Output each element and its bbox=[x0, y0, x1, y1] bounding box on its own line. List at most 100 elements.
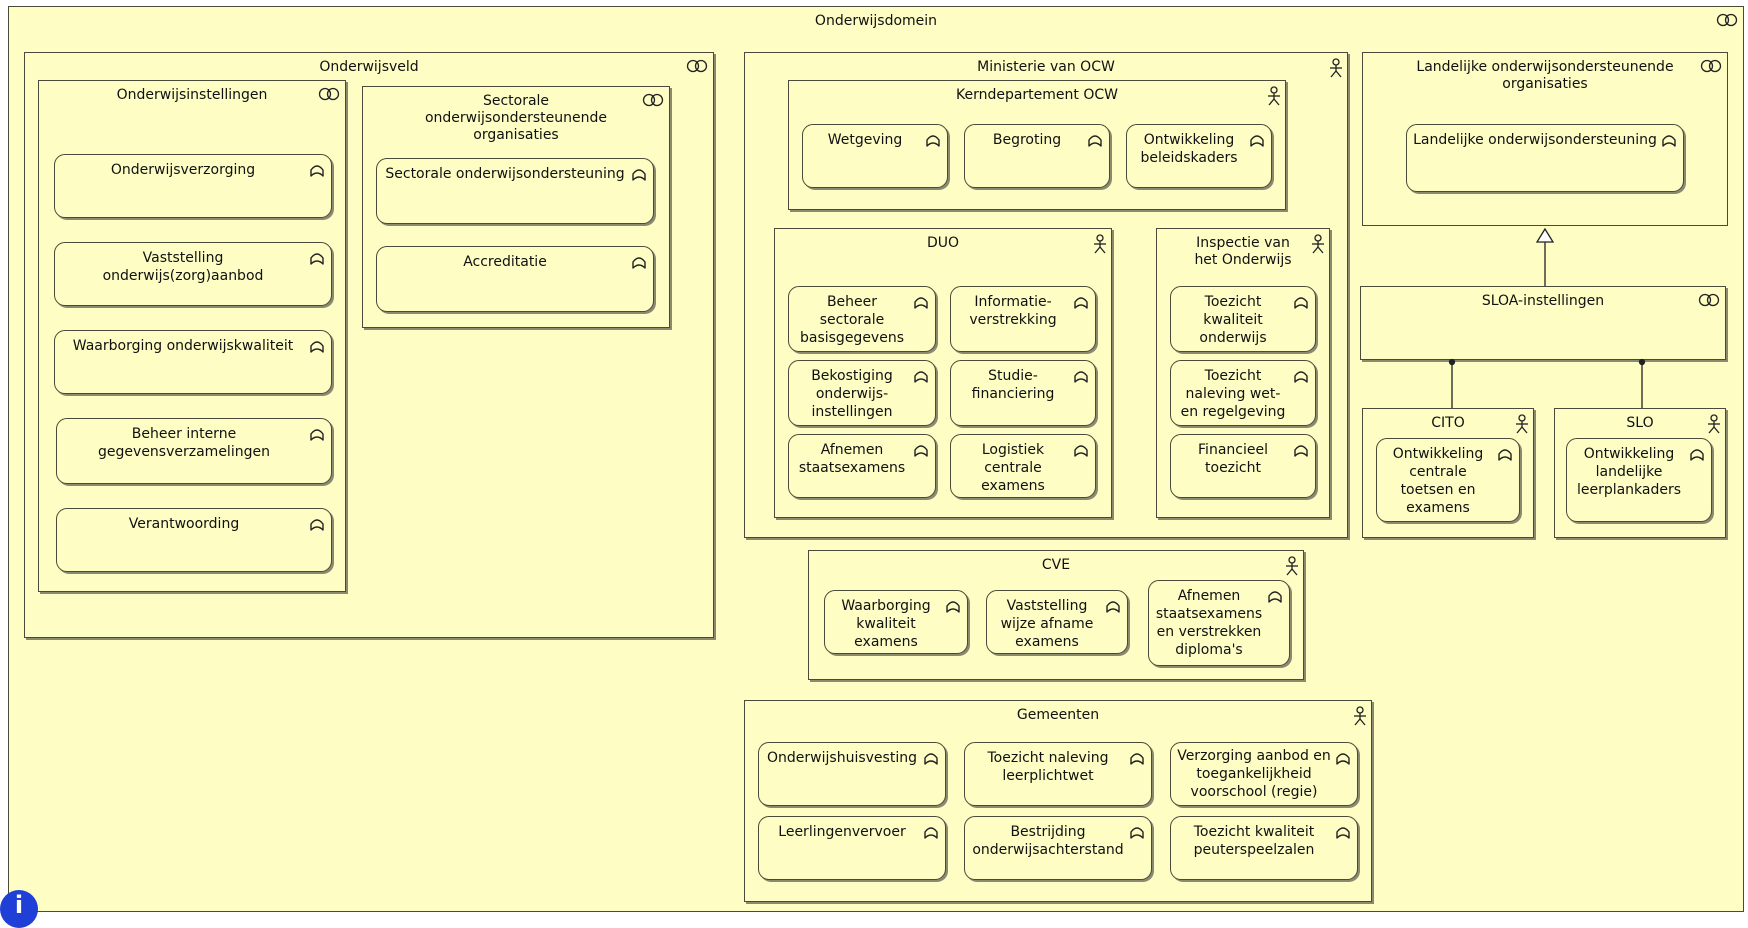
service-icon bbox=[1292, 367, 1310, 385]
cve-title: CVE bbox=[1041, 557, 1071, 573]
actor-icon bbox=[1311, 234, 1325, 254]
service-icon bbox=[308, 249, 326, 267]
service-label: Toezicht kwaliteit peuterspeelzalen bbox=[1193, 824, 1315, 858]
service-onderwijshuisvesting[interactable]: Onderwijshuisvesting bbox=[758, 742, 946, 806]
service-begroting[interactable]: Begroting bbox=[964, 124, 1110, 188]
service-icon bbox=[308, 425, 326, 443]
service-icon bbox=[1128, 749, 1146, 767]
service-sectorale-ondersteuning[interactable]: Sectorale onderwijsondersteuning bbox=[376, 158, 654, 224]
service-icon bbox=[630, 253, 648, 271]
collaboration-icon bbox=[685, 59, 709, 73]
service-leerlingenvervoer[interactable]: Leerlingenvervoer bbox=[758, 816, 946, 880]
service-afnemen-staatsexamens[interactable]: Afnemen staatsexamens bbox=[788, 434, 936, 498]
service-informatieverstrekking[interactable]: Informatie-verstrekking bbox=[950, 286, 1096, 352]
service-label: Verantwoording bbox=[128, 516, 240, 532]
service-label: Vaststelling wijze afname examens bbox=[1000, 598, 1094, 650]
service-onderwijsverzorging[interactable]: Onderwijsverzorging bbox=[54, 154, 332, 218]
aggregation-connector-cito bbox=[1448, 358, 1456, 408]
service-waarborging-kwaliteit[interactable]: Waarborging onderwijskwaliteit bbox=[54, 330, 332, 394]
service-icon bbox=[1292, 441, 1310, 459]
ministerie-title: Ministerie van OCW bbox=[977, 59, 1115, 75]
service-label: Afnemen staatsexamens en verstrekken dip… bbox=[1155, 588, 1263, 658]
service-landelijke-ondersteuning[interactable]: Landelijke onderwijsondersteuning bbox=[1406, 124, 1684, 192]
actor-icon bbox=[1707, 414, 1721, 434]
service-icon bbox=[308, 161, 326, 179]
sloa-title: SLOA-instellingen bbox=[1481, 293, 1605, 309]
service-icon bbox=[1660, 131, 1678, 149]
service-afnemen-diplomas[interactable]: Afnemen staatsexamens en verstrekken dip… bbox=[1148, 580, 1290, 666]
service-vaststelling-afname[interactable]: Vaststelling wijze afname examens bbox=[986, 590, 1128, 654]
service-icon bbox=[1248, 131, 1266, 149]
onderwijsdomein-title: Onderwijsdomein bbox=[814, 13, 938, 29]
service-label: Waarborging onderwijskwaliteit bbox=[72, 338, 294, 354]
service-icon bbox=[1072, 293, 1090, 311]
service-studiefinanciering[interactable]: Studie-financiering bbox=[950, 360, 1096, 426]
landelijke-title: Landelijke onderwijsondersteunende organ… bbox=[1416, 59, 1674, 92]
service-financieel-toezicht[interactable]: Financieel toezicht bbox=[1170, 434, 1316, 498]
service-toezicht-leerplichtwet[interactable]: Toezicht naleving leerplichtwet bbox=[964, 742, 1152, 806]
sectorale-title: Sectorale onderwijsondersteunende organi… bbox=[424, 93, 608, 143]
specialization-connector bbox=[1535, 227, 1555, 286]
service-label: Leerlingenvervoer bbox=[778, 824, 906, 840]
service-label: Bestrijding onderwijsachterstand bbox=[972, 824, 1124, 858]
actor-icon bbox=[1285, 556, 1299, 576]
service-ontwikkeling-leerplankaders[interactable]: Ontwikkeling landelijke leerplankaders bbox=[1566, 438, 1712, 522]
service-icon bbox=[1496, 445, 1514, 463]
service-label: Toezicht kwaliteit onderwijs bbox=[1199, 294, 1267, 346]
service-label: Begroting bbox=[992, 132, 1062, 148]
service-toezicht-kwaliteit[interactable]: Toezicht kwaliteit onderwijs bbox=[1170, 286, 1316, 352]
service-logistiek-examens[interactable]: Logistiek centrale examens bbox=[950, 434, 1096, 498]
service-label: Landelijke onderwijsondersteuning bbox=[1413, 132, 1657, 148]
service-label: Ontwikkeling beleidskaders bbox=[1140, 132, 1238, 166]
service-label: Sectorale onderwijsondersteuning bbox=[385, 166, 625, 182]
service-label: Ontwikkeling landelijke leerplankaders bbox=[1576, 446, 1682, 498]
service-label: Accreditatie bbox=[463, 254, 547, 270]
service-label: Verzorging aanbod en toegankelijkheid vo… bbox=[1177, 748, 1331, 800]
service-label: Afnemen staatsexamens bbox=[798, 442, 906, 476]
service-icon bbox=[308, 337, 326, 355]
info-icon[interactable]: i bbox=[0, 890, 38, 928]
service-label: Vaststelling onderwijs(zorg)aanbod bbox=[102, 250, 264, 284]
service-label: Logistiek centrale examens bbox=[981, 442, 1045, 494]
service-label: Ontwikkeling centrale toetsen en examens bbox=[1392, 446, 1484, 516]
service-icon bbox=[912, 367, 930, 385]
service-verantwoording[interactable]: Verantwoording bbox=[56, 508, 332, 572]
aggregation-connector-slo bbox=[1638, 358, 1646, 408]
service-icon bbox=[912, 293, 930, 311]
actor-icon bbox=[1329, 58, 1343, 78]
service-accreditatie[interactable]: Accreditatie bbox=[376, 246, 654, 312]
duo-title: DUO bbox=[926, 235, 960, 251]
service-label: Toezicht naleving leerplichtwet bbox=[987, 750, 1109, 784]
sloa-container: SLOA-instellingen bbox=[1360, 286, 1726, 360]
service-waarborging-examens[interactable]: Waarborging kwaliteit examens bbox=[824, 590, 968, 654]
service-icon bbox=[912, 441, 930, 459]
service-label: Financieel toezicht bbox=[1198, 442, 1268, 476]
collaboration-icon bbox=[641, 93, 665, 107]
service-icon bbox=[1086, 131, 1104, 149]
service-vaststelling-aanbod[interactable]: Vaststelling onderwijs(zorg)aanbod bbox=[54, 242, 332, 306]
service-beheer-basisgegevens[interactable]: Beheer sectorale basisgegevens bbox=[788, 286, 936, 352]
service-bekostiging[interactable]: Bekostiging onderwijs-instellingen bbox=[788, 360, 936, 426]
service-label: Toezicht naleving wet- en regelgeving bbox=[1180, 368, 1286, 420]
collaboration-icon bbox=[1697, 293, 1721, 307]
service-icon bbox=[1334, 823, 1352, 841]
actor-icon bbox=[1353, 706, 1367, 726]
collaboration-icon bbox=[317, 87, 341, 101]
service-verzorging-voorschool[interactable]: Verzorging aanbod en toegankelijkheid vo… bbox=[1170, 742, 1358, 806]
service-ontwikkeling-toetsen[interactable]: Ontwikkeling centrale toetsen en examens bbox=[1376, 438, 1520, 522]
service-wetgeving[interactable]: Wetgeving bbox=[802, 124, 948, 188]
service-icon bbox=[1266, 587, 1284, 605]
service-label: Onderwijshuisvesting bbox=[767, 750, 917, 766]
service-icon bbox=[944, 597, 962, 615]
service-label: Waarborging kwaliteit examens bbox=[841, 598, 931, 650]
service-toezicht-peuterspeelzalen[interactable]: Toezicht kwaliteit peuterspeelzalen bbox=[1170, 816, 1358, 880]
service-icon bbox=[1334, 749, 1352, 767]
service-bestrijding-achterstand[interactable]: Bestrijding onderwijsachterstand bbox=[964, 816, 1152, 880]
service-ontwikkeling-beleidskaders[interactable]: Ontwikkeling beleidskaders bbox=[1126, 124, 1272, 188]
gemeenten-title: Gemeenten bbox=[1016, 707, 1100, 723]
service-beheer-gegevens[interactable]: Beheer interne gegevensverzamelingen bbox=[56, 418, 332, 484]
service-label: Bekostiging onderwijs-instellingen bbox=[811, 368, 893, 420]
service-label: Informatie-verstrekking bbox=[969, 294, 1057, 328]
service-toezicht-naleving[interactable]: Toezicht naleving wet- en regelgeving bbox=[1170, 360, 1316, 426]
